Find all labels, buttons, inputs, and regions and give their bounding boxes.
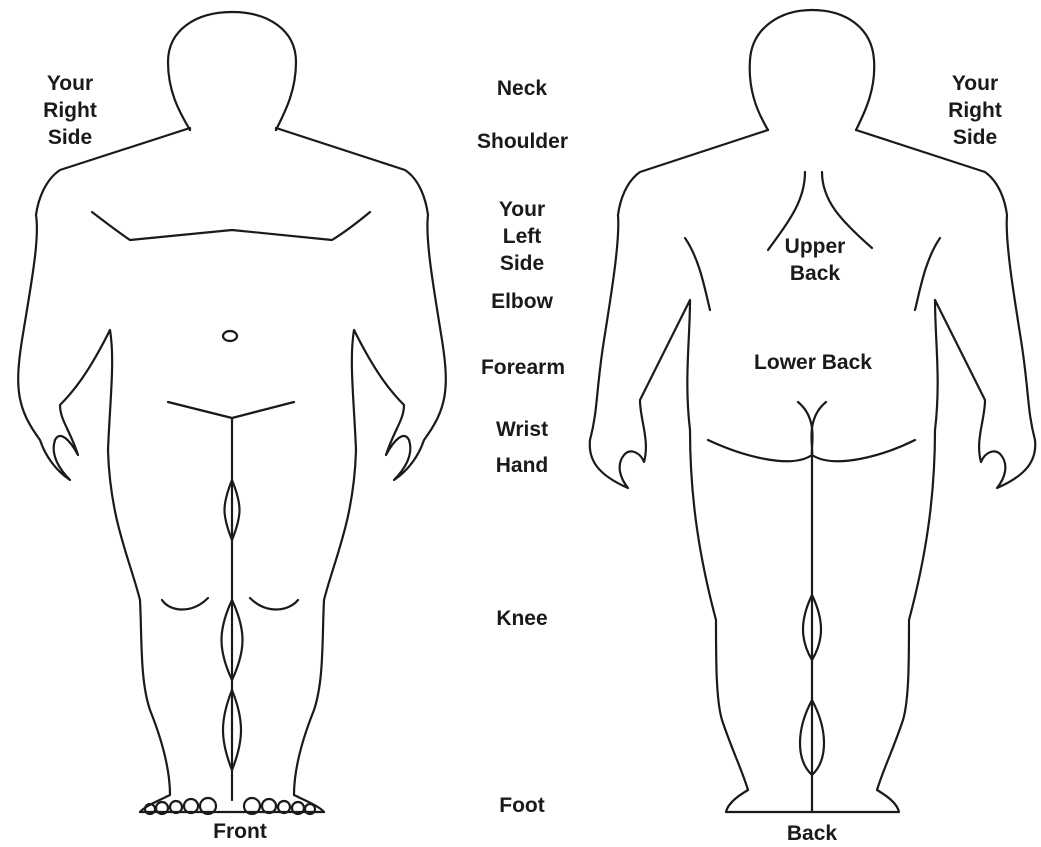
label-elbow: Elbow	[462, 288, 582, 315]
label-wrist: Wrist	[462, 416, 582, 443]
label-lower-back: Lower Back	[728, 349, 898, 376]
label-shoulder: Shoulder	[455, 128, 590, 155]
label-your-right-side-front: Your Right Side	[30, 70, 110, 151]
label-your-left-side: Your Left Side	[462, 196, 582, 277]
label-upper-back: Upper Back	[755, 233, 875, 287]
caption-front: Front	[180, 818, 300, 845]
caption-back: Back	[752, 820, 872, 847]
back-leg-line	[800, 455, 824, 812]
label-hand: Hand	[462, 452, 582, 479]
back-head	[750, 10, 875, 130]
label-neck: Neck	[462, 75, 582, 102]
label-your-right-side-back: Your Right Side	[935, 70, 1015, 151]
label-forearm: Forearm	[458, 354, 588, 381]
label-foot: Foot	[462, 792, 582, 819]
back-buttocks	[708, 402, 915, 461]
label-knee: Knee	[462, 605, 582, 632]
